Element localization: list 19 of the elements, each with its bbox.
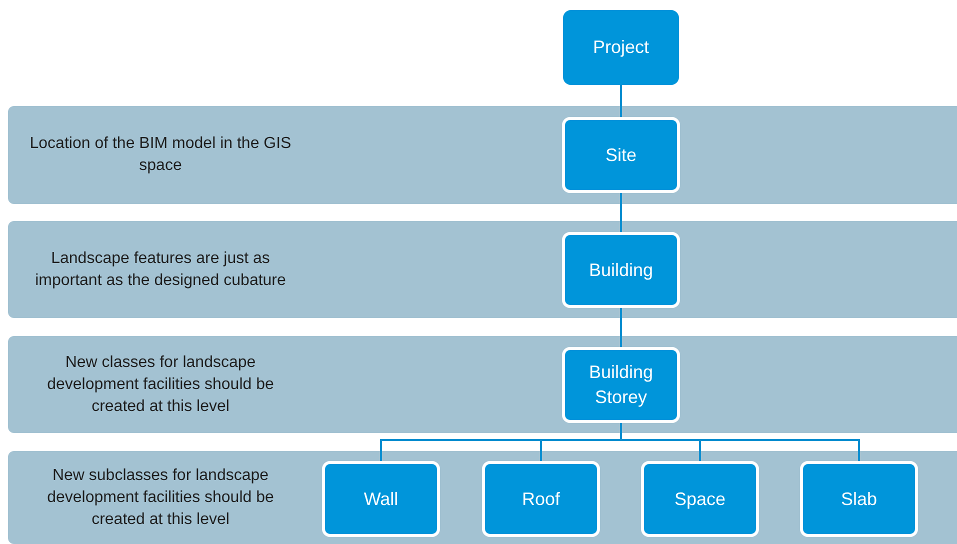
level-band <box>8 451 957 544</box>
class-box: Wall <box>322 461 440 537</box>
level-band <box>8 336 957 433</box>
level-description: Location of the BIM model in the GIS space <box>28 134 292 176</box>
class-box: Building <box>562 232 680 308</box>
level-description: New subclasses for landscape development facilities should be created at this level <box>46 466 275 530</box>
connector-line <box>620 85 622 117</box>
level-band <box>8 106 957 204</box>
class-box: Roof <box>482 461 600 537</box>
class-box: Building Storey <box>562 347 680 423</box>
class-box: Site <box>562 117 680 193</box>
level-description: New classes for landscape development facilities should be created at this level <box>46 352 275 416</box>
class-box: Slab <box>800 461 918 537</box>
level-band <box>8 221 957 318</box>
connector-line <box>620 193 622 232</box>
connector-line <box>620 308 622 347</box>
level-description: Landscape features are just as important as the designed cubature <box>34 248 287 290</box>
class-box: Space <box>641 461 759 537</box>
class-box: Project <box>563 10 679 85</box>
